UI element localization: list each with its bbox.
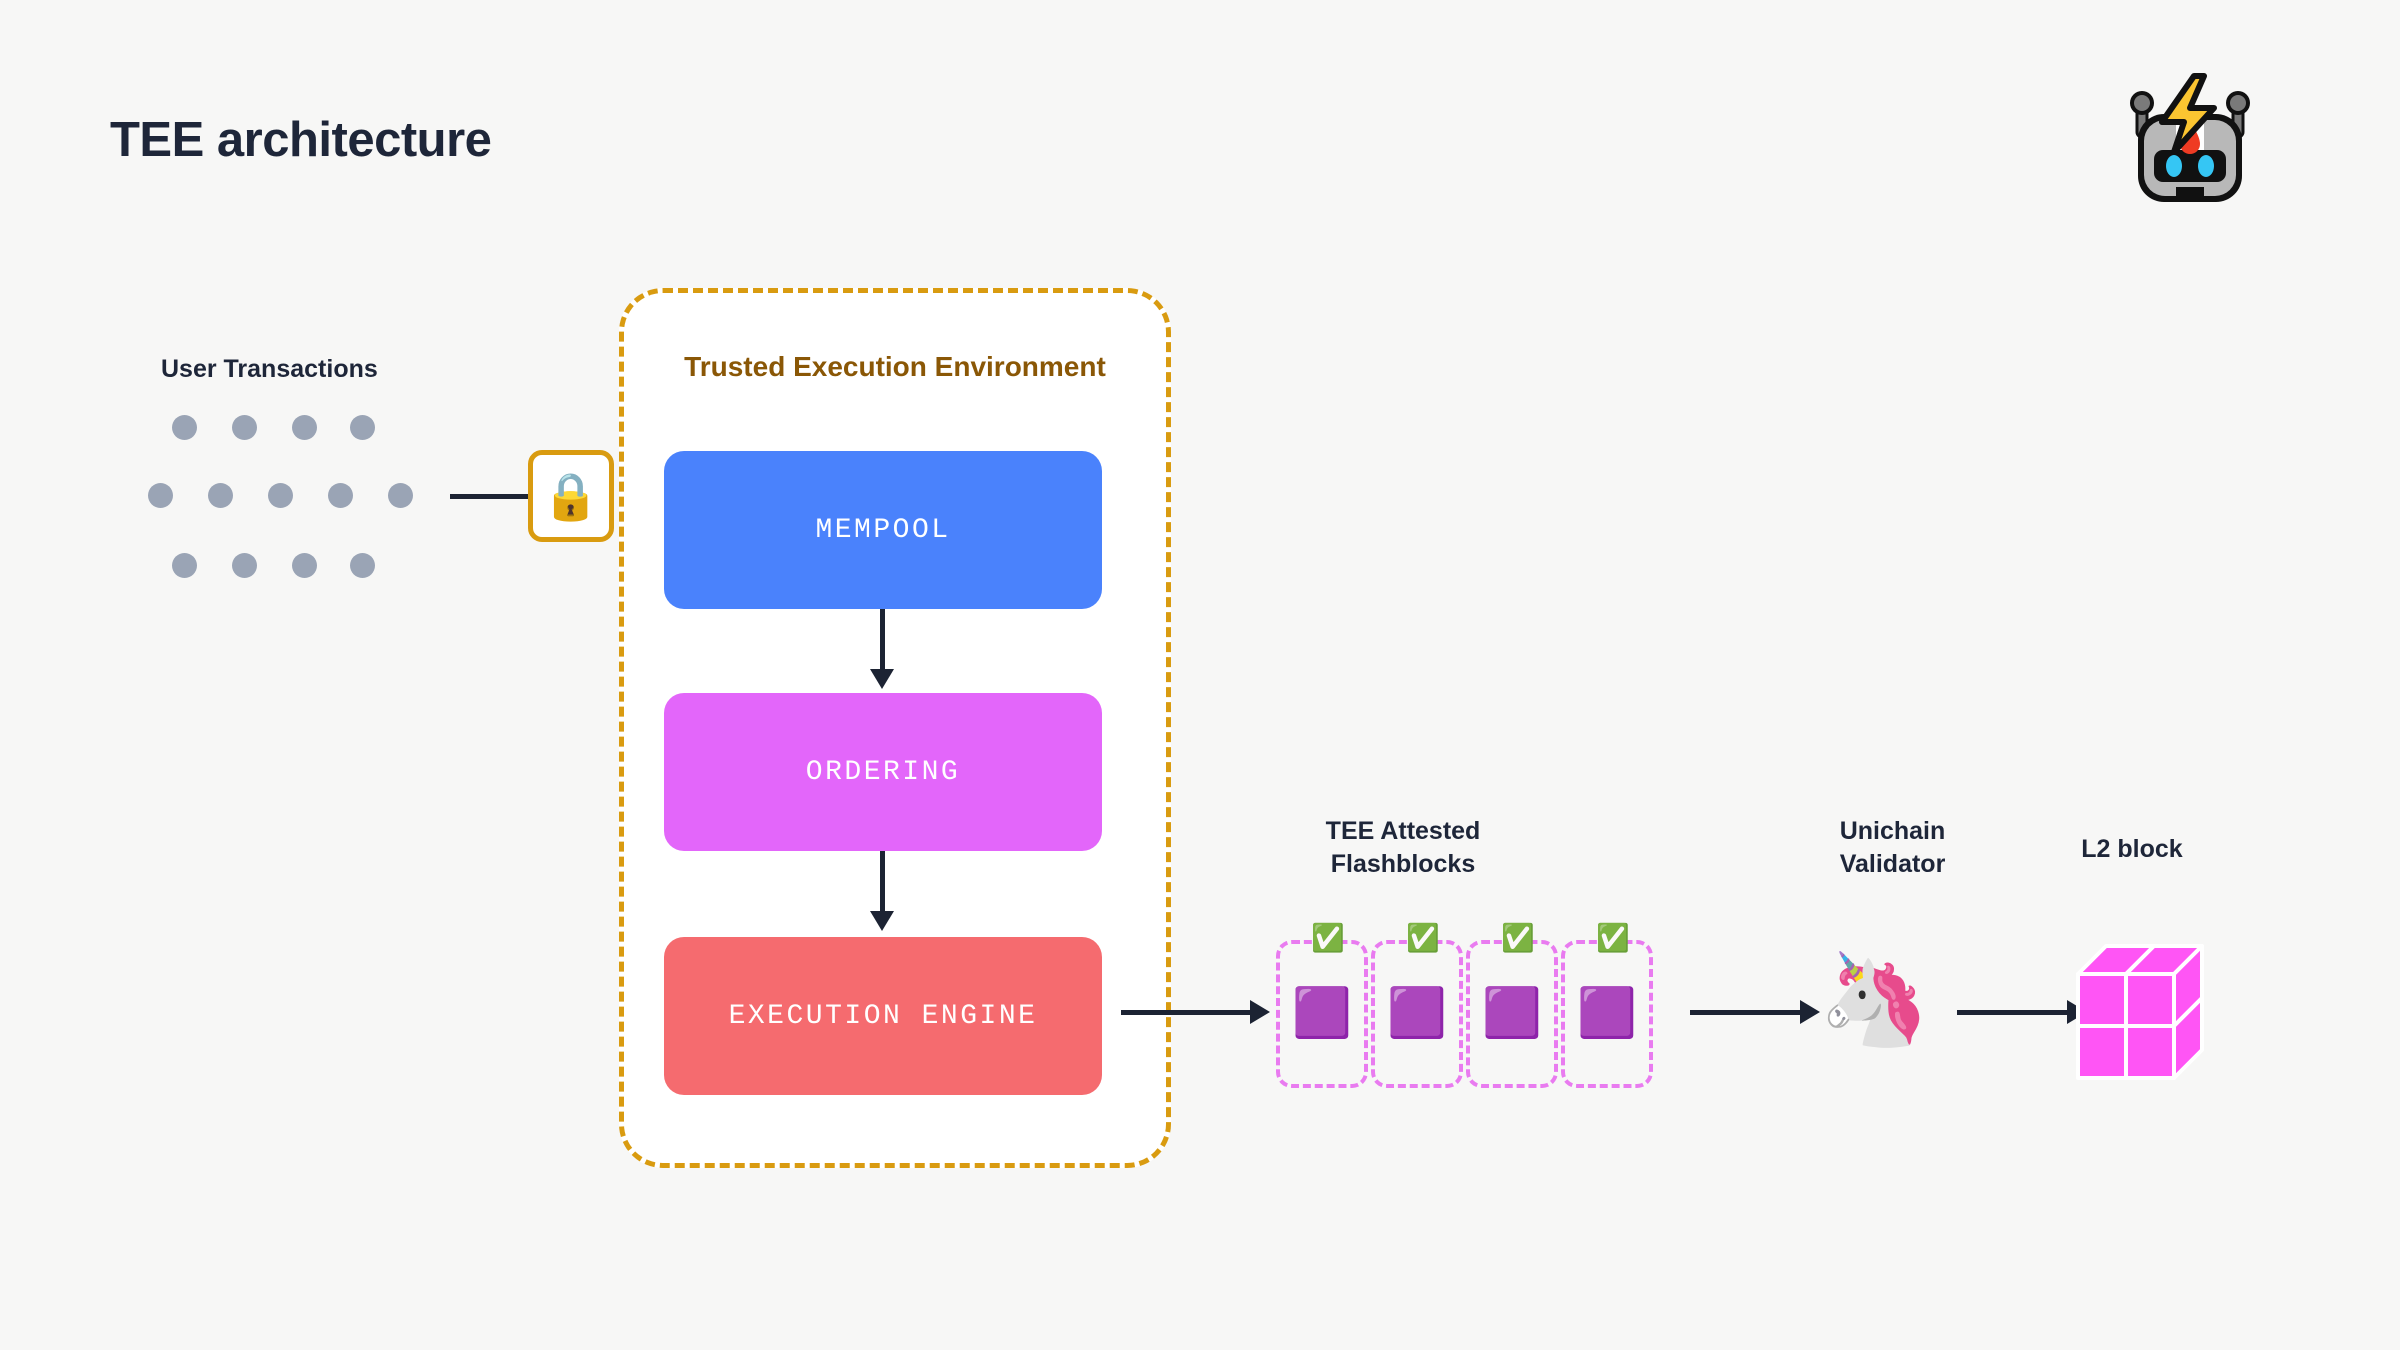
pink-cube-icon: 🟪 [1292,987,1352,1040]
arrow-flashblocks-to-validator [1690,1000,1820,1024]
pink-3d-cube-icon [2072,940,2212,1088]
validator-label-line2: Validator [1839,850,1946,879]
green-check-icon: ✅ [1596,923,1630,953]
unicorn-icon: 🦄 [1818,950,1931,1050]
flashblock-item[interactable]: ✅ 🟪 [1466,925,1558,1088]
tx-dot [350,553,375,578]
green-check-icon: ✅ [1406,923,1440,953]
stage-ordering[interactable]: ORDERING [664,693,1102,851]
arrow-execution-to-flashblocks [1121,1000,1270,1024]
tx-dot [172,553,197,578]
tx-dot [148,483,173,508]
arrow-validator-to-l2-block [1957,1000,2087,1024]
page-title: TEE architecture [110,113,492,167]
user-transactions-dots [148,415,450,580]
stage-ordering-label: ORDERING [805,756,961,788]
tx-dot [208,483,233,508]
stage-execution-engine-label: EXECUTION ENGINE [728,1000,1038,1032]
pink-cube-icon: 🟪 [1387,987,1447,1040]
tx-dot [172,415,197,440]
arrow-mempool-to-ordering [870,609,894,689]
l2-block-label: L2 block [2081,835,2183,863]
tx-dot [292,553,317,578]
pink-cube-icon: 🟪 [1482,987,1542,1040]
pink-cube-icon: 🟪 [1577,987,1637,1040]
flashblocks-row: ✅ 🟪 ✅ 🟪 ✅ 🟪 ✅ 🟪 [1276,925,1653,1088]
tx-dot [232,553,257,578]
flashblocks-label-line2: Flashblocks [1330,850,1476,879]
tx-dot [388,483,413,508]
stage-mempool[interactable]: MEMPOOL [664,451,1102,609]
flashblock-item[interactable]: ✅ 🟪 [1561,925,1653,1088]
stage-execution-engine[interactable]: EXECUTION ENGINE [664,937,1102,1095]
tx-dot [232,415,257,440]
validator-label: Unichain Validator [1795,815,1990,882]
flashblocks-label: TEE Attested Flashblocks [1283,815,1523,882]
tx-dot [350,415,375,440]
tx-dot [292,415,317,440]
arrow-ordering-to-execution [870,851,894,931]
robot-lightning-icon [2110,70,2270,210]
user-transactions-label: User Transactions [161,355,378,383]
connector-transactions-to-lock [450,494,530,499]
validator-label-line1: Unichain [1839,817,1946,845]
lock-icon: 🔒 [542,470,600,522]
flashblock-item[interactable]: ✅ 🟪 [1371,925,1463,1088]
stage-mempool-label: MEMPOOL [815,514,951,546]
tx-dot [328,483,353,508]
flashblock-item[interactable]: ✅ 🟪 [1276,925,1368,1088]
tee-title: Trusted Execution Environment [684,351,1106,382]
green-check-icon: ✅ [1501,923,1535,953]
green-check-icon: ✅ [1311,923,1345,953]
flashblocks-label-line1: TEE Attested [1325,817,1481,845]
tee-container: Trusted Execution Environment MEMPOOL OR… [619,288,1171,1168]
lock-gate: 🔒 [528,450,614,542]
tx-dot [268,483,293,508]
